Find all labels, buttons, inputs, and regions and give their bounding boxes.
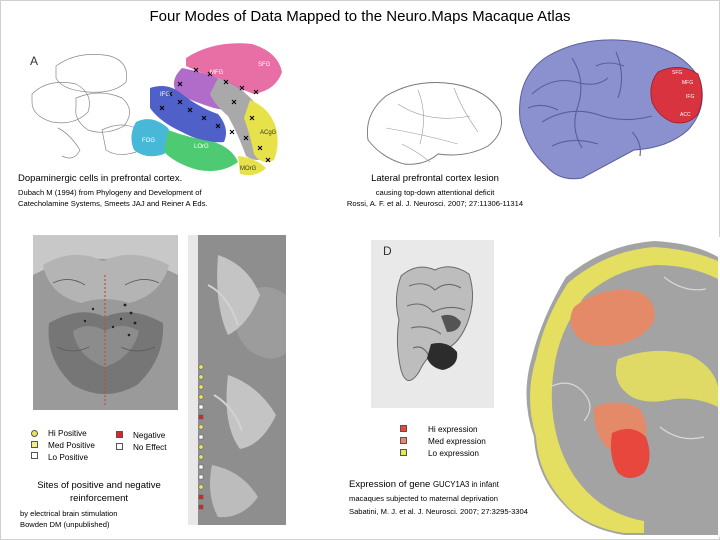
label-lorg: LOrG	[194, 144, 209, 150]
legend-hi-expression: Hi expression	[428, 425, 478, 434]
panel-a-credit-2: Catecholamine Systems, Smeets JAJ and Re…	[18, 199, 208, 208]
fog-region	[131, 119, 172, 157]
lesion-brain-3d: SFG MFG IFG ACC	[519, 39, 703, 180]
lorg-region	[164, 130, 238, 171]
panel-d-letter: D	[383, 244, 392, 258]
label-ifg: IFG	[160, 92, 170, 98]
coronal-section-photo	[33, 235, 178, 410]
med-expression-zone	[570, 289, 655, 346]
label-sfg-b: SFG	[672, 70, 682, 76]
label-acc-b: ACC	[680, 112, 691, 118]
panel-c-caption-2: reinforcement	[69, 493, 129, 504]
slide-title: Four Modes of Data Mapped to the Neuro.M…	[149, 8, 571, 25]
legend-hi-expression-swatch	[400, 425, 407, 432]
ifg-region	[150, 86, 226, 143]
label-sfg: SFG	[258, 62, 271, 68]
hi-expression-zone	[610, 428, 650, 478]
gene-expression-map	[514, 237, 720, 537]
legend-negative-swatch	[116, 431, 123, 438]
panel-b-caption: Lateral prefrontal cortex lesion	[371, 173, 499, 184]
panel-a-credit-1: Dubach M (1994) from Phylogeny and Devel…	[18, 188, 202, 197]
panel-c-credit-2: Bowden DM (unpublished)	[20, 520, 110, 529]
panel-d-credit: Sabatini, M. J. et al. J. Neurosci. 2007…	[349, 507, 528, 516]
label-morg: MOrG	[240, 166, 257, 172]
panel-b-caption-sub: causing top-down attentional deficit	[375, 188, 495, 197]
gene-name: GUCY1A3	[432, 480, 470, 489]
sfg-region	[186, 43, 282, 94]
panel-a-caption: Dopaminergic cells in prefrontal cortex.	[18, 173, 183, 184]
morg-region	[238, 156, 266, 176]
dopamine-cortex-map: SFG MFG IFG ACgG FOG LOrG MOrG	[18, 38, 288, 178]
legend-med-expression-swatch	[400, 437, 407, 444]
label-ifg-b: IFG	[686, 94, 694, 100]
legend-lo-expression-swatch	[400, 449, 407, 456]
panel-c-credit-1: by electrical brain stimulation	[20, 509, 118, 518]
stimulation-track-slice	[188, 235, 286, 525]
legend-no-effect: No Effect	[133, 443, 167, 452]
caption-suffix: in infant	[469, 480, 499, 489]
lesion-area	[650, 67, 703, 124]
legend-lo-positive-swatch	[31, 452, 38, 459]
acgg-region	[244, 100, 278, 162]
panel-c-caption-1: Sites of positive and negative	[37, 480, 161, 491]
panel-d-caption-2: macaques subjected to maternal deprivati…	[349, 494, 499, 503]
legend-med-positive-swatch	[31, 441, 38, 448]
gene-section-photo	[371, 240, 494, 408]
legend-negative: Negative	[133, 431, 166, 440]
panel-a-letter: A	[30, 54, 39, 68]
legend-med-expression: Med expression	[428, 437, 486, 446]
label-fog: FOG	[142, 138, 155, 144]
caption-prefix: Expression of gene	[349, 479, 433, 490]
legend-hi-positive: Hi Positive	[48, 429, 87, 438]
legend-hi-positive-swatch	[31, 430, 38, 437]
label-mfg-b: MFG	[682, 80, 693, 86]
legend-no-effect-swatch	[116, 443, 123, 450]
legend-lo-expression: Lo expression	[428, 449, 479, 458]
panel-b-credit: Rossi, A. F. et al. J. Neurosci. 2007; 2…	[346, 199, 524, 208]
lateral-brain-outline	[366, 82, 502, 165]
legend-lo-positive: Lo Positive	[48, 453, 89, 462]
legend-med-positive: Med Positive	[48, 441, 95, 450]
label-mfg: MFG	[210, 70, 224, 76]
label-acgg: ACgG	[260, 130, 277, 136]
panel-d-caption: Expression of gene GUCY1A3 in infant	[349, 479, 499, 490]
